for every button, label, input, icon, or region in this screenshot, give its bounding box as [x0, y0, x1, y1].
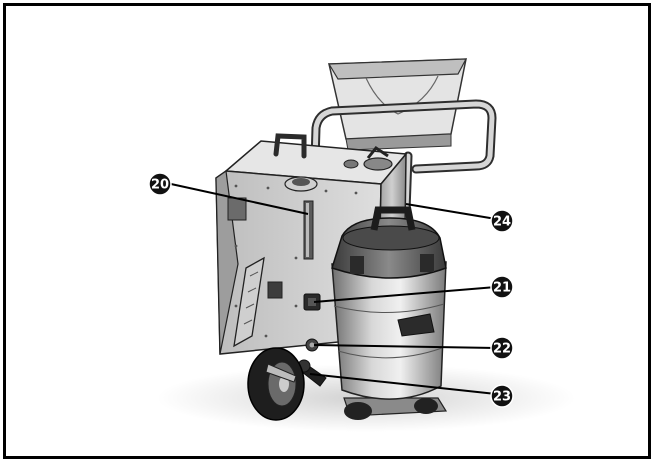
callout-20-label: 20 [151, 178, 169, 193]
callout-24-label: 24 [493, 215, 511, 230]
callout-24: 24 [490, 209, 514, 233]
side-bracket [233, 256, 265, 348]
leader-22 [313, 344, 497, 349]
rear-wheel [247, 347, 305, 421]
callout-23-label: 23 [493, 390, 511, 405]
hopper-basket [327, 58, 468, 151]
callout-22: 22 [490, 336, 514, 360]
callout-21-label: 21 [493, 281, 511, 296]
callout-20: 20 [148, 172, 172, 196]
callout-22-label: 22 [493, 342, 511, 357]
leader-21 [313, 286, 497, 303]
cart-illustration: 20 24 21 22 23 [148, 58, 576, 432]
callout-23: 23 [490, 384, 514, 408]
caster-wheel [344, 398, 438, 420]
side-post [303, 200, 314, 260]
push-handle [309, 99, 497, 216]
leader-lines [170, 183, 497, 395]
leader-24 [405, 203, 497, 220]
vacuum-canister [331, 206, 448, 417]
diagram-frame: 20 24 21 22 23 [3, 3, 651, 459]
leader-20 [170, 183, 309, 215]
leader-23 [309, 373, 497, 395]
callout-21: 21 [490, 275, 514, 299]
